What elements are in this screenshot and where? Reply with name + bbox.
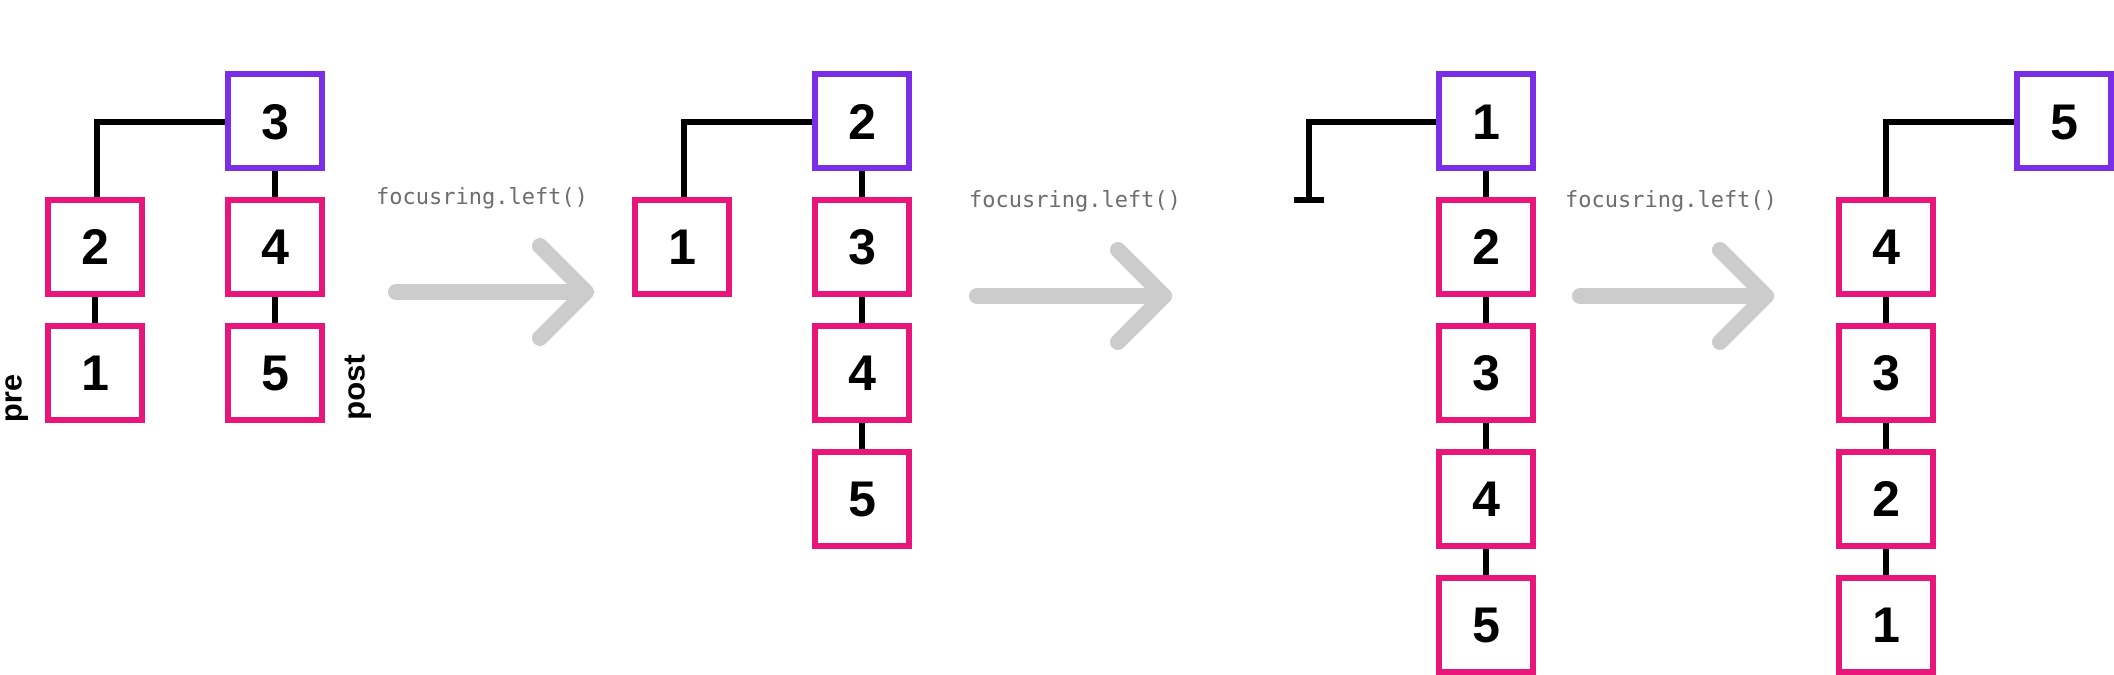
pre-node: 1 xyxy=(1836,575,1936,675)
node-label: 2 xyxy=(1472,219,1500,275)
node-label: 5 xyxy=(261,345,289,401)
post-node: 4 xyxy=(225,197,325,297)
node-label: 5 xyxy=(848,471,876,527)
focused-node: 3 xyxy=(225,71,325,171)
stage-2: 2 1 3 4 5 xyxy=(632,71,912,549)
stage-1: 3 2 1 4 5 pre post xyxy=(0,71,372,423)
transition-2: focusring.left() xyxy=(969,188,1181,350)
node-label: 4 xyxy=(1472,471,1500,527)
node-label: 2 xyxy=(81,219,109,275)
pre-node: 3 xyxy=(1836,323,1936,423)
transition-1: focusring.left() xyxy=(376,185,594,346)
operation-label: focusring.left() xyxy=(376,185,588,210)
post-node: 3 xyxy=(1436,323,1536,423)
node-label: 1 xyxy=(1872,597,1900,653)
right-arrow-icon xyxy=(388,238,594,346)
node-label: 4 xyxy=(1872,219,1900,275)
node-label: 1 xyxy=(1472,94,1500,150)
connector-line xyxy=(1306,119,1438,200)
node-label: 1 xyxy=(81,345,109,401)
stage-4: 5 4 3 2 1 xyxy=(1836,71,2114,675)
right-arrow-icon xyxy=(969,242,1172,350)
node-label: 4 xyxy=(848,345,876,401)
node-label: 3 xyxy=(1872,345,1900,401)
operation-label: focusring.left() xyxy=(969,188,1181,213)
pre-label: pre xyxy=(0,374,29,422)
node-label: 2 xyxy=(1872,471,1900,527)
node-label: 3 xyxy=(261,94,289,150)
post-node: 4 xyxy=(812,323,912,423)
node-label: 5 xyxy=(1472,597,1500,653)
right-arrow-icon xyxy=(1572,242,1774,350)
focused-node: 1 xyxy=(1436,71,1536,171)
connector-line xyxy=(681,119,813,200)
pre-node: 2 xyxy=(1836,449,1936,549)
post-node: 5 xyxy=(812,449,912,549)
post-node: 5 xyxy=(1436,575,1536,675)
pre-node: 2 xyxy=(45,197,145,297)
pre-node: 4 xyxy=(1836,197,1936,297)
post-node: 2 xyxy=(1436,197,1536,297)
operation-label: focusring.left() xyxy=(1565,188,1777,213)
node-label: 4 xyxy=(261,219,289,275)
connector-line xyxy=(94,119,227,200)
node-label: 3 xyxy=(1472,345,1500,401)
post-node: 5 xyxy=(225,323,325,423)
focused-node: 2 xyxy=(812,71,912,171)
node-label: 2 xyxy=(848,94,876,150)
node-label: 3 xyxy=(848,219,876,275)
node-label: 5 xyxy=(2050,94,2078,150)
stage-3: 1 2 3 4 5 xyxy=(1294,71,1536,675)
transition-3: focusring.left() xyxy=(1565,188,1777,350)
connector-line xyxy=(1883,119,2016,200)
node-label: 1 xyxy=(668,219,696,275)
pre-node: 1 xyxy=(632,197,732,297)
post-node: 3 xyxy=(812,197,912,297)
focused-node: 5 xyxy=(2014,71,2114,171)
pre-node: 1 xyxy=(45,323,145,423)
post-label: post xyxy=(337,354,372,419)
post-node: 4 xyxy=(1436,449,1536,549)
